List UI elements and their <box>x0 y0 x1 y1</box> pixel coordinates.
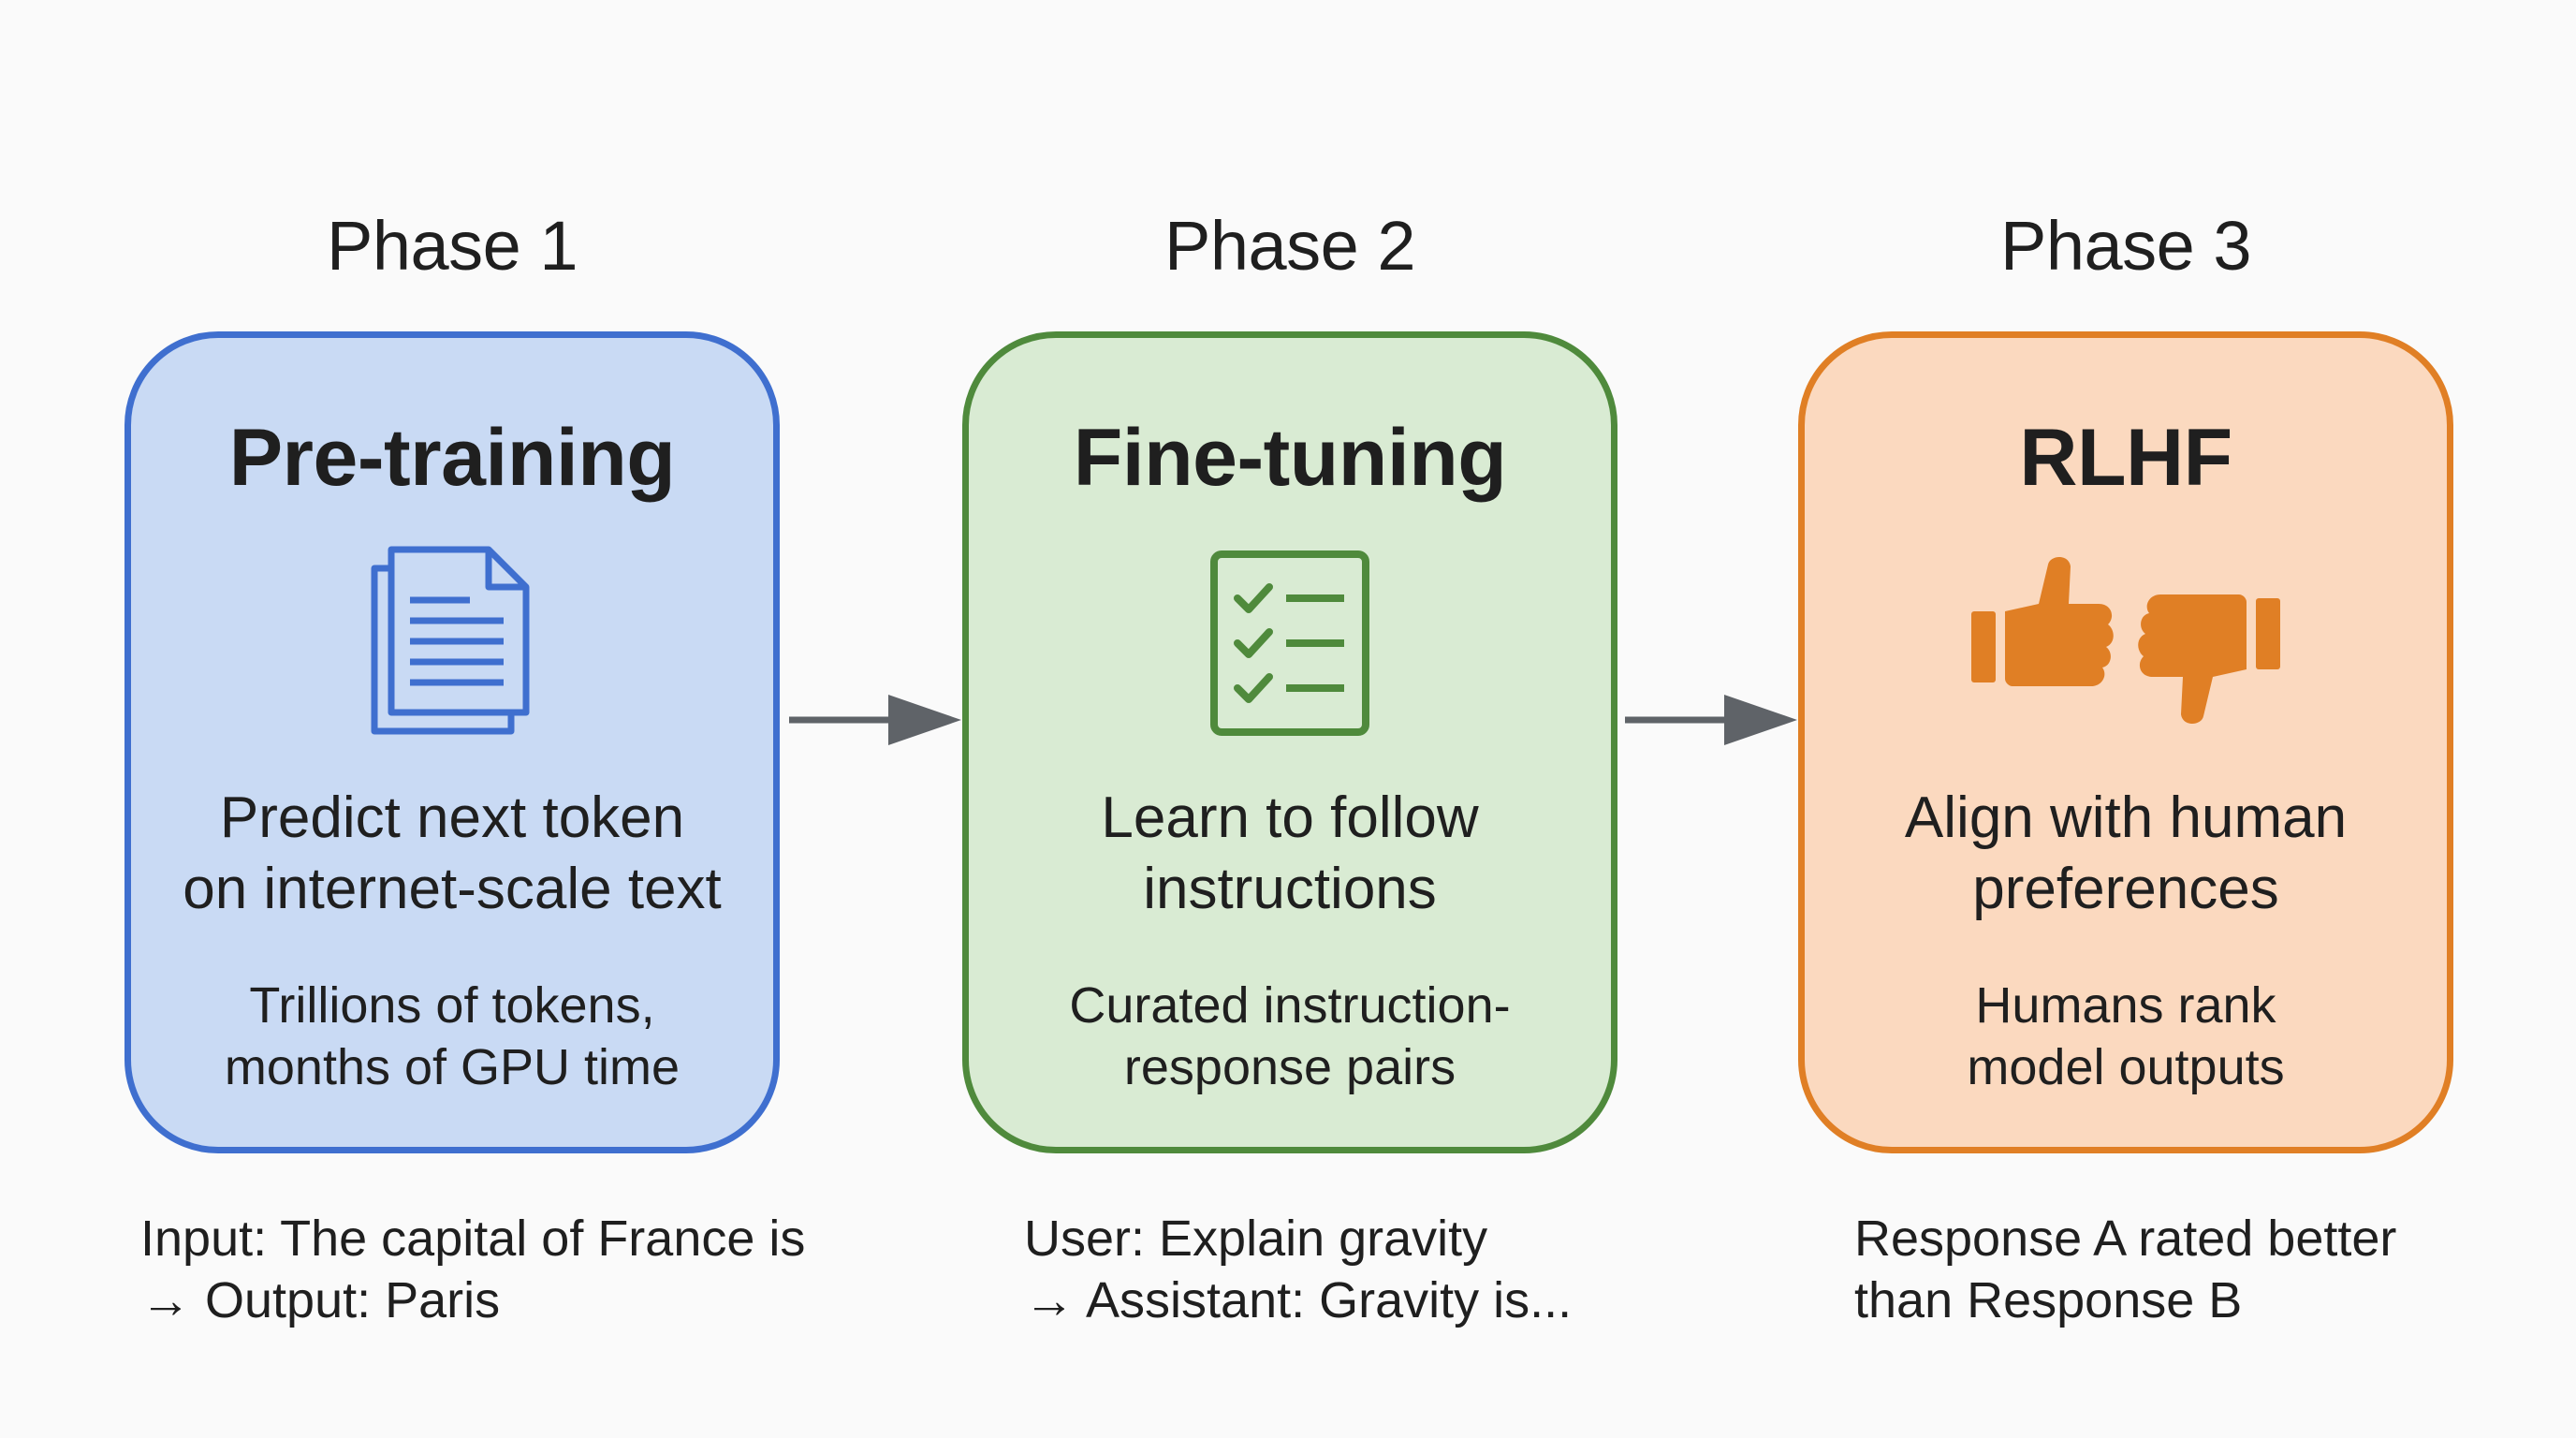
pretraining-example: Input: The capital of France is → Output… <box>140 1211 806 1328</box>
arrow-right-icon <box>1625 695 1797 745</box>
pretraining-title: Pre-training <box>228 413 676 503</box>
finetuning-description: Learn to follow instructions <box>1101 785 1479 921</box>
phase-3-label: Phase 3 <box>1999 207 2252 285</box>
pretraining-card: Pre-training Predict next token on inter… <box>124 331 780 1153</box>
finetuning-detail: Curated instruction- response pairs <box>1069 977 1511 1095</box>
finetuning-card: Fine-tuning Learn to follow instructions… <box>962 331 1617 1153</box>
finetuning-example: User: Explain gravity → Assistant: Gravi… <box>1024 1211 1573 1328</box>
rlhf-title: RLHF <box>2019 413 2232 503</box>
phase-1-label: Phase 1 <box>326 207 578 285</box>
phase-2-label: Phase 2 <box>1164 207 1416 285</box>
rlhf-card: RLHF Align with human preferences Humans… <box>1798 331 2453 1153</box>
arrow-right-icon <box>789 695 961 745</box>
checklist-icon <box>1210 550 1369 736</box>
finetuning-title: Fine-tuning <box>1073 413 1507 503</box>
thumbs-up-down-icon <box>1971 557 2280 724</box>
rlhf-description: Align with human preferences <box>1904 785 2348 921</box>
rlhf-detail: Humans rank model outputs <box>1967 977 2285 1095</box>
document-icon <box>371 546 530 735</box>
pretraining-description: Predict next token on internet-scale tex… <box>183 785 722 921</box>
pretraining-detail: Trillions of tokens, months of GPU time <box>224 977 681 1095</box>
rlhf-example: Response A rated better than Response B <box>1854 1211 2397 1328</box>
